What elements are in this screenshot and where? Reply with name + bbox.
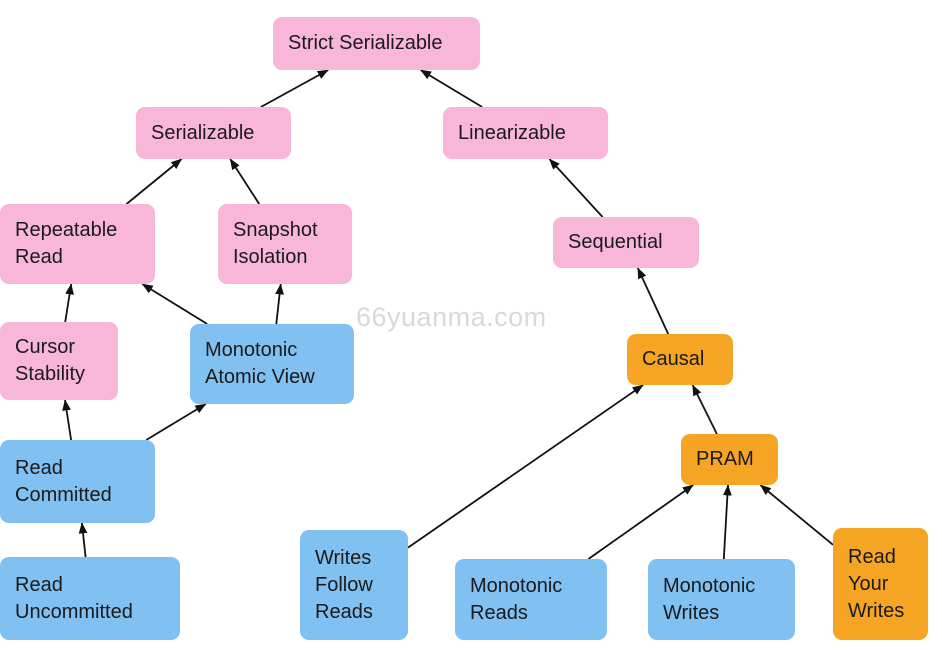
node-label: Snapshot Isolation xyxy=(233,219,318,268)
node-label: Monotonic Writes xyxy=(663,574,756,624)
node-label: Read Your Writes xyxy=(848,545,905,622)
node-monotonic-atomic-view: Monotonic Atomic View xyxy=(190,324,354,404)
node-monotonic-writes: Monotonic Writes xyxy=(648,559,795,640)
node-label: PRAM xyxy=(696,448,754,470)
node-label: Repeatable Read xyxy=(15,219,118,268)
edge-causal-to-sequential xyxy=(636,267,670,335)
edge-snapshot-isolation-to-serializable xyxy=(229,158,260,205)
node-pram: PRAM xyxy=(681,434,778,485)
node-label: Strict Serializable xyxy=(288,32,443,54)
node-label: Serializable xyxy=(151,121,255,144)
node-label: Sequential xyxy=(568,231,663,253)
edge-monotonic-writes-to-pram xyxy=(722,484,732,560)
node-monotonic-reads: Monotonic Reads xyxy=(455,559,607,640)
edge-sequential-to-linearizable xyxy=(548,158,604,218)
edge-read-committed-to-cursor-stability xyxy=(62,399,72,441)
edge-serializable-to-strict-serializable xyxy=(260,69,329,108)
node-label: Cursor Stability xyxy=(15,336,86,385)
node-label: Causal xyxy=(642,348,705,370)
node-read-committed: Read Committed xyxy=(0,440,155,523)
node-label: Monotonic Atomic View xyxy=(205,339,315,388)
edge-pram-to-causal xyxy=(691,384,718,435)
edge-read-committed-to-monotonic-atomic-view xyxy=(145,403,207,441)
edge-monotonic-atomic-view-to-snapshot-isolation xyxy=(275,283,284,325)
edge-repeatable-read-to-serializable xyxy=(125,158,183,205)
node-serializable: Serializable xyxy=(136,107,291,159)
edge-writes-follow-reads-to-causal xyxy=(407,384,644,549)
node-label: Monotonic Reads xyxy=(470,574,563,624)
node-strict-serializable: Strict Serializable xyxy=(273,17,480,70)
node-writes-follow-reads: Writes Follow Reads xyxy=(300,530,408,640)
edge-read-your-writes-to-pram xyxy=(759,484,834,546)
edge-read-uncommitted-to-read-committed xyxy=(78,522,88,558)
node-label: Read Uncommitted xyxy=(15,573,133,623)
node-repeatable-read: Repeatable Read xyxy=(0,204,155,284)
node-linearizable: Linearizable xyxy=(443,107,608,159)
node-sequential: Sequential xyxy=(553,217,699,268)
watermark: 66yuanma.com xyxy=(356,302,547,332)
node-read-your-writes: Read Your Writes xyxy=(833,528,928,640)
node-causal: Causal xyxy=(627,334,733,385)
edge-monotonic-reads-to-pram xyxy=(587,484,694,560)
edge-monotonic-atomic-view-to-repeatable-read xyxy=(141,283,208,325)
node-label: Writes Follow Reads xyxy=(315,546,373,623)
edge-cursor-stability-to-repeatable-read xyxy=(64,283,74,323)
node-read-uncommitted: Read Uncommitted xyxy=(0,557,180,640)
node-label: Read Committed xyxy=(15,456,112,506)
edge-linearizable-to-strict-serializable xyxy=(420,69,483,108)
node-snapshot-isolation: Snapshot Isolation xyxy=(218,204,352,284)
node-cursor-stability: Cursor Stability xyxy=(0,322,118,400)
node-label: Linearizable xyxy=(458,121,566,144)
